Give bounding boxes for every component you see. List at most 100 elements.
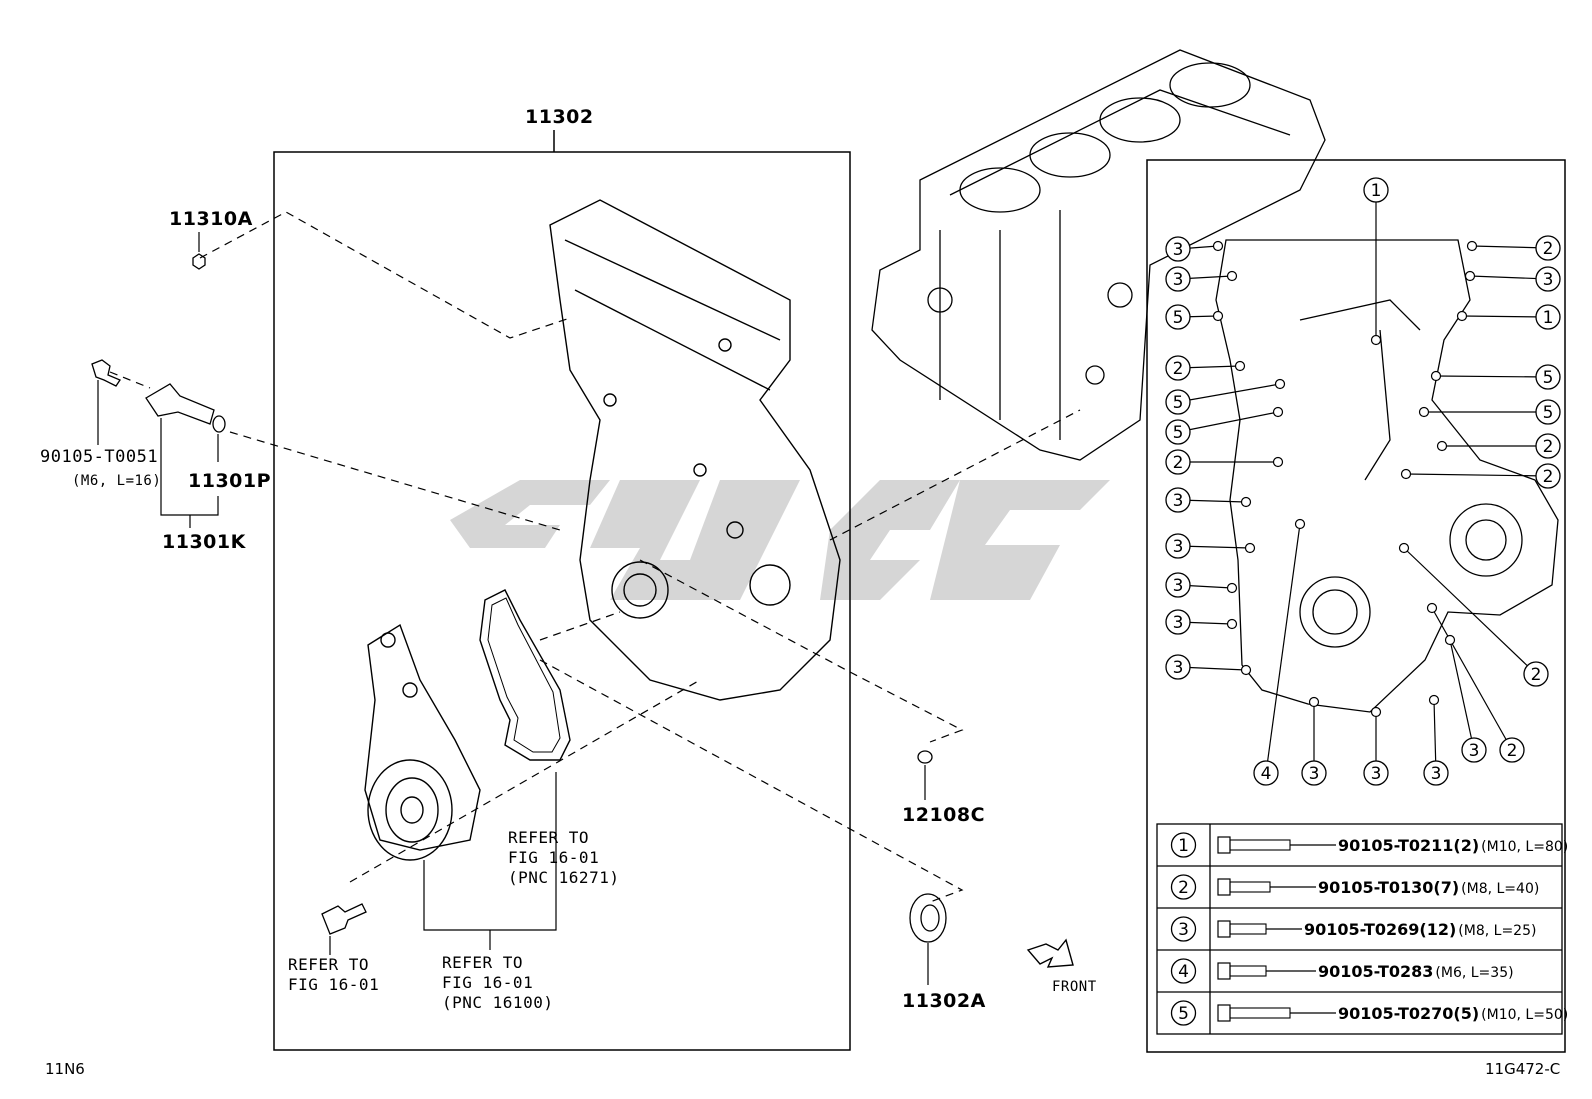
callout-right: 2 — [1466, 235, 1561, 261]
water-pump-gasket-inner — [487, 597, 561, 753]
callout-left: 3 — [1165, 266, 1238, 292]
label-11301K: 11301K — [162, 531, 246, 553]
label-11310A: 11310A — [169, 208, 253, 230]
plug-12108C — [917, 750, 933, 764]
svg-text:3: 3 — [1173, 270, 1184, 290]
bolt-head-icon — [1217, 878, 1231, 896]
callout-right-lower: 2 — [1426, 602, 1525, 763]
svg-text:90105-T0269(12)(M8, L=25): 90105-T0269(12)(M8, L=25) — [1304, 920, 1536, 939]
callout-left: 5 — [1165, 378, 1286, 415]
seal-11302A — [909, 893, 947, 943]
callout-right-lower: 3 — [1444, 634, 1487, 763]
svg-text:90105-T0283(M6, L=35): 90105-T0283(M6, L=35) — [1318, 962, 1514, 981]
bolt-head-icon — [1217, 1004, 1231, 1022]
svg-text:3: 3 — [1371, 764, 1382, 784]
svg-text:3: 3 — [1173, 240, 1184, 260]
svg-text:3: 3 — [1173, 613, 1184, 633]
svg-text:2: 2 — [1173, 453, 1184, 473]
callout-right: 2 — [1436, 433, 1561, 459]
assembly-frame-11302 — [273, 130, 851, 1051]
corner-code-left: 11N6 — [45, 1060, 85, 1078]
callout-left: 2 — [1165, 355, 1246, 381]
bolt-shank-icon — [1229, 965, 1267, 977]
svg-text:3: 3 — [1543, 270, 1554, 290]
note-line: FIG 16-01 — [442, 973, 534, 992]
note-line: (PNC 16271) — [508, 868, 620, 887]
callout-bottom: 3 — [1301, 696, 1327, 786]
note-ref-gasket: REFER TO FIG 16-01 (PNC 16271) — [508, 828, 619, 888]
svg-text:5: 5 — [1173, 393, 1184, 413]
bolt-table-row: 2 90105-T0130(7)(M8, L=40) — [1170, 874, 1539, 900]
bolt-table-row: 1 90105-T0211(2)(M10, L=80) — [1170, 832, 1568, 858]
water-pump-illustration — [364, 623, 481, 861]
bolt-head-icon — [1217, 836, 1231, 854]
corner-code-right: 11G472-C — [1485, 1060, 1561, 1078]
label-assembly-11302: 11302 — [525, 106, 594, 128]
bolt-lower-left — [321, 903, 367, 935]
label-11302A: 11302A — [902, 990, 986, 1012]
svg-text:2: 2 — [1178, 878, 1189, 898]
svg-text:2: 2 — [1507, 741, 1518, 761]
svg-text:2: 2 — [1543, 467, 1554, 487]
svg-text:3: 3 — [1469, 741, 1480, 761]
note-line: FIG 16-01 — [288, 975, 380, 994]
bolt-shank-icon — [1229, 923, 1267, 935]
svg-text:1: 1 — [1543, 308, 1554, 328]
dashed-leaders — [109, 211, 1081, 903]
callout-right: 5 — [1430, 364, 1561, 390]
svg-text:3: 3 — [1173, 537, 1184, 557]
svg-text:3: 3 — [1173, 491, 1184, 511]
label-bolt-spec: (M6, L=16) — [72, 473, 162, 489]
svg-text:90105-T0211(2)(M10, L=80): 90105-T0211(2)(M10, L=80) — [1338, 836, 1568, 855]
svg-text:4: 4 — [1178, 962, 1189, 982]
callout-left: 3 — [1165, 609, 1238, 635]
callout-left: 5 — [1165, 304, 1224, 330]
cylinder-block-illustration — [871, 49, 1326, 461]
svg-text:90105-T0130(7)(M8, L=40): 90105-T0130(7)(M8, L=40) — [1318, 878, 1539, 897]
svg-text:2: 2 — [1531, 665, 1542, 685]
svg-text:4: 4 — [1261, 764, 1272, 784]
callout-bottom: 3 — [1363, 706, 1389, 786]
cover-front-view — [1215, 239, 1559, 713]
callout-bottom: 3 — [1423, 694, 1449, 786]
callout-right: 5 — [1418, 399, 1561, 425]
svg-text:3: 3 — [1173, 576, 1184, 596]
bolt-table-row: 4 90105-T0283(M6, L=35) — [1170, 958, 1514, 984]
callout-left: 3 — [1165, 487, 1252, 513]
callout-left: 3 — [1165, 533, 1256, 559]
svg-text:3: 3 — [1173, 658, 1184, 678]
callout-right: 1 — [1456, 304, 1561, 330]
callout-right-lower: 2 — [1398, 542, 1549, 687]
svg-text:5: 5 — [1173, 423, 1184, 443]
bolt-shank-icon — [1229, 1007, 1291, 1019]
note-line: REFER TO — [288, 955, 370, 974]
callout-right: 3 — [1464, 266, 1561, 292]
note-ref-bolt: REFER TO FIG 16-01 — [288, 955, 379, 995]
bolt-head-icon — [1217, 920, 1231, 938]
callout-left: 3 — [1165, 572, 1238, 598]
note-line: REFER TO — [508, 828, 590, 847]
svg-text:2: 2 — [1543, 239, 1554, 259]
svg-text:3: 3 — [1431, 764, 1442, 784]
label-12108C: 12108C — [902, 804, 986, 826]
water-pump-gasket — [479, 589, 571, 761]
label-front: FRONT — [1052, 979, 1097, 995]
svg-text:1: 1 — [1178, 836, 1189, 856]
svg-text:90105-T0270(5)(M10, L=50): 90105-T0270(5)(M10, L=50) — [1338, 1004, 1568, 1023]
bolt-shank-icon — [1229, 839, 1291, 851]
bolt-table-row: 3 90105-T0269(12)(M8, L=25) — [1170, 916, 1536, 942]
oring-11301P — [212, 415, 226, 433]
bolt-table-grid — [1156, 823, 1563, 1035]
svg-text:3: 3 — [1178, 920, 1189, 940]
bolt-90105-T0051 — [91, 359, 121, 387]
note-ref-pump: REFER TO FIG 16-01 (PNC 16100) — [442, 953, 553, 1013]
svg-text:5: 5 — [1173, 308, 1184, 328]
watermark-logo — [450, 480, 1110, 600]
seal-11302A-inner — [920, 904, 940, 932]
note-line: REFER TO — [442, 953, 524, 972]
callout-top: 1 — [1363, 177, 1389, 346]
callout-right: 2 — [1400, 463, 1561, 489]
crank-sensor — [145, 383, 215, 425]
